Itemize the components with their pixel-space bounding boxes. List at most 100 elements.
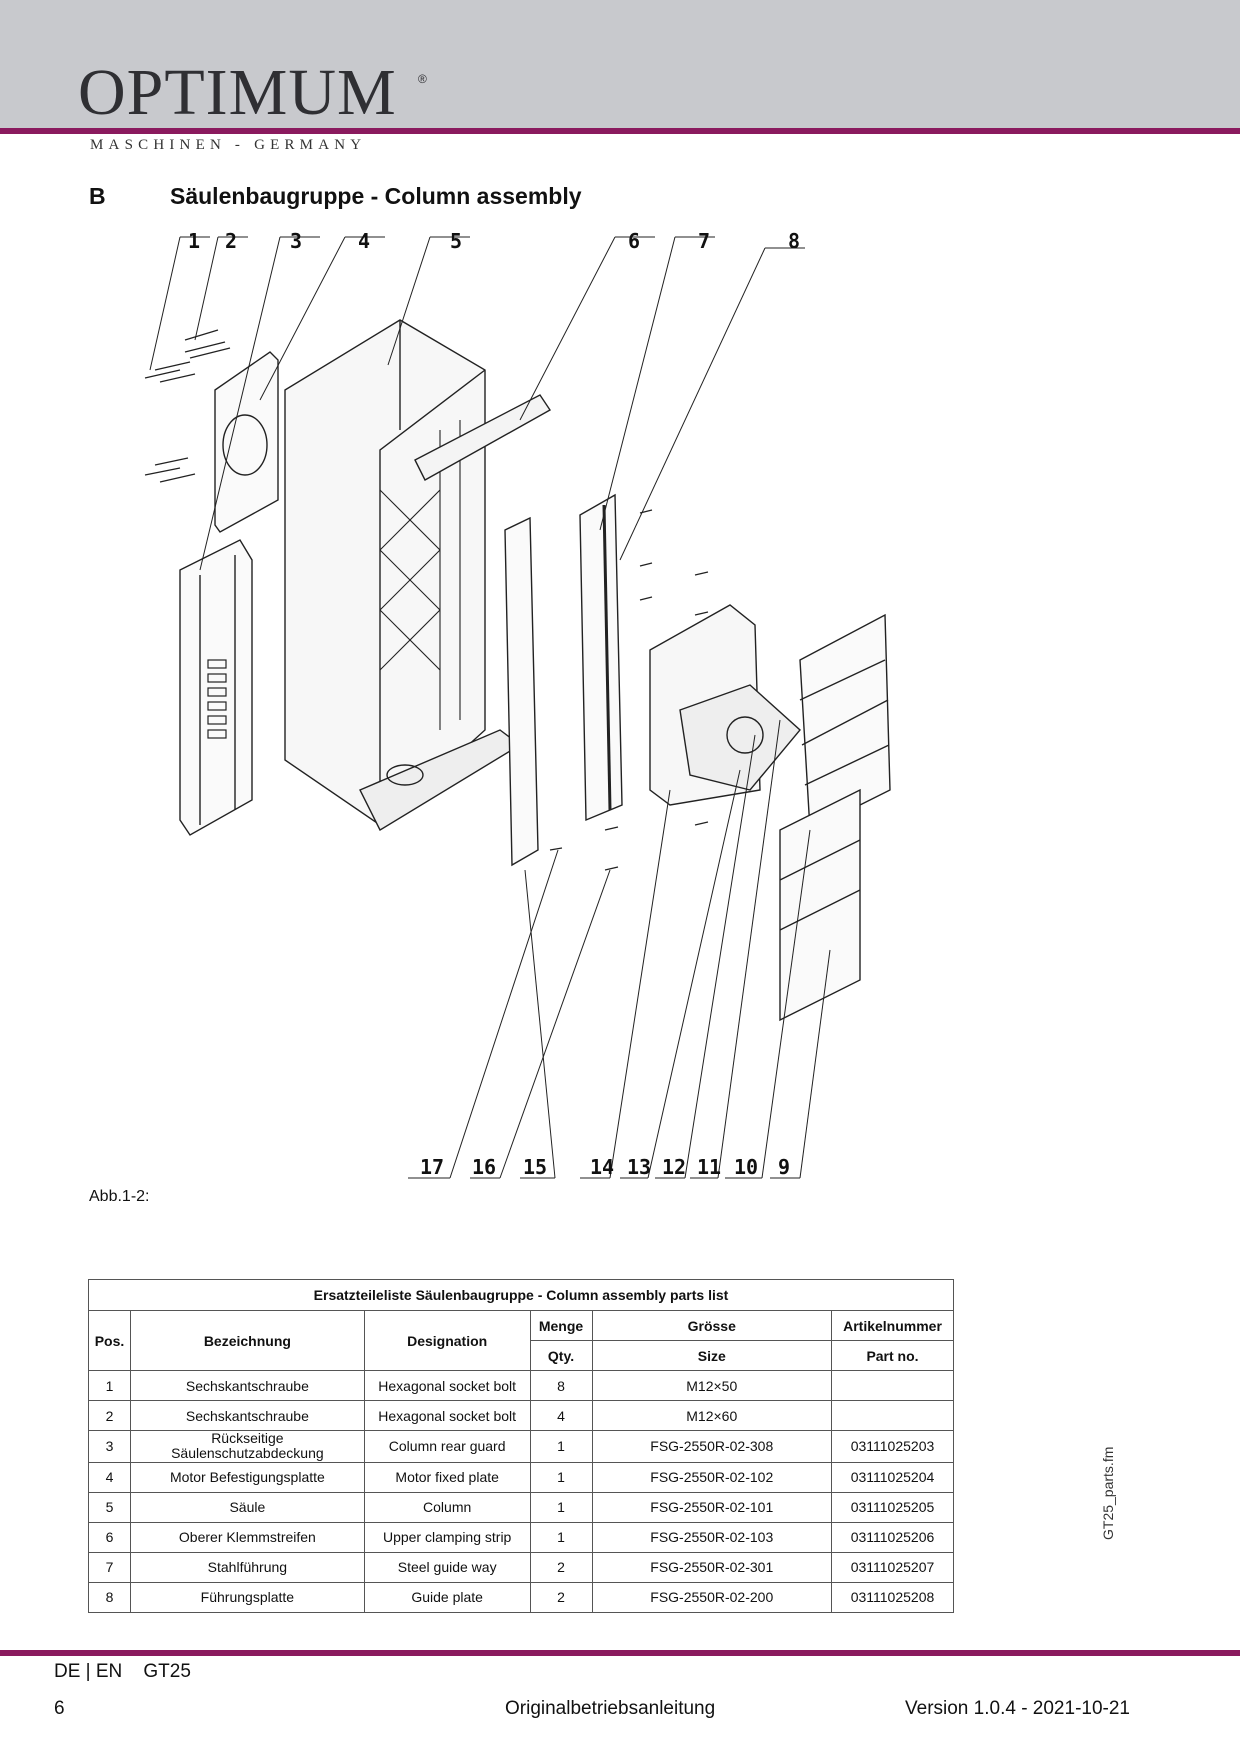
cell-size: FSG-2550R-02-308 <box>591 1430 833 1463</box>
cell-pos: 2 <box>88 1400 131 1431</box>
cell-pos: 8 <box>88 1581 131 1613</box>
cell-designation: Guide plate <box>363 1581 531 1613</box>
callout-13: 13 <box>627 1155 651 1179</box>
callout-12: 12 <box>662 1155 686 1179</box>
callout-17: 17 <box>420 1155 444 1179</box>
cell-size: M12×60 <box>591 1400 833 1431</box>
cell-pos: 1 <box>88 1370 131 1401</box>
col-header-pos: Pos. <box>88 1310 131 1371</box>
guide-plate-part <box>579 493 623 822</box>
file-name-label: GT25_parts.fm <box>1100 1446 1116 1540</box>
cell-part-no: 03111025205 <box>831 1491 954 1523</box>
cell-bezeichnung: Führungsplatte <box>129 1581 365 1613</box>
footer-rule <box>0 1650 1240 1656</box>
cell-designation: Hexagonal socket bolt <box>363 1370 531 1401</box>
cell-qty: 1 <box>529 1491 593 1523</box>
cell-designation: Upper clamping strip <box>363 1521 531 1553</box>
col-header-bezeichnung: Bezeichnung <box>129 1310 365 1371</box>
top-callouts: 1 2 3 4 5 6 7 8 <box>188 230 800 253</box>
cell-bezeichnung: Säule <box>129 1491 365 1523</box>
callout-14: 14 <box>590 1155 614 1179</box>
cell-qty: 1 <box>529 1430 593 1463</box>
loose-screws <box>549 509 709 871</box>
table-row: 8 Führungsplatte Guide plate 2 FSG-2550R… <box>88 1581 954 1613</box>
callout-6: 6 <box>628 230 640 253</box>
cell-qty: 2 <box>529 1551 593 1583</box>
cell-bezeichnung: Rückseitige Säulenschutzabdeckung <box>129 1430 365 1463</box>
page-number: 6 <box>54 1698 65 1719</box>
callout-2: 2 <box>225 230 237 253</box>
table-row: 3 Rückseitige Säulenschutzabdeckung Colu… <box>88 1430 954 1463</box>
table-row: 5 Säule Column 1 FSG-2550R-02-101 031110… <box>88 1491 954 1523</box>
bolts-group <box>144 329 231 483</box>
cell-size: FSG-2550R-02-102 <box>591 1461 833 1493</box>
callout-10: 10 <box>734 1155 758 1179</box>
callout-11: 11 <box>697 1155 721 1179</box>
cell-part-no: 03111025204 <box>831 1461 954 1493</box>
bottom-leader-lines <box>408 719 831 1179</box>
cell-pos: 7 <box>88 1551 131 1583</box>
cell-pos: 6 <box>88 1521 131 1553</box>
cell-bezeichnung: Sechskantschraube <box>129 1400 365 1431</box>
table-row: 2 Sechskantschraube Hexagonal socket bol… <box>88 1400 954 1431</box>
cell-part-no: 03111025207 <box>831 1551 954 1583</box>
cell-qty: 1 <box>529 1521 593 1553</box>
header-band <box>0 0 1240 128</box>
diagram-drawing <box>144 319 891 1022</box>
footer-language-model: DE | EN GT25 <box>54 1661 191 1682</box>
cell-designation: Steel guide way <box>363 1551 531 1583</box>
callout-15: 15 <box>523 1155 547 1179</box>
cell-size: FSG-2550R-02-301 <box>591 1551 833 1583</box>
cell-part-no: 03111025208 <box>831 1581 954 1613</box>
cell-bezeichnung: Stahlführung <box>129 1551 365 1583</box>
col-header-part-no: Part no. <box>831 1340 954 1371</box>
callout-3: 3 <box>290 230 302 253</box>
footer-document-type: Originalbetriebsanleitung <box>505 1698 716 1719</box>
steel-guide-way-part <box>504 516 539 867</box>
table-row: 1 Sechskantschraube Hexagonal socket bol… <box>88 1370 954 1401</box>
brand-logo: OPTIMUM <box>78 56 397 129</box>
cell-part-no: 03111025206 <box>831 1521 954 1553</box>
cell-bezeichnung: Sechskantschraube <box>129 1370 365 1401</box>
motor-plate-part <box>214 351 279 533</box>
cell-size: FSG-2550R-02-101 <box>591 1491 833 1523</box>
cell-designation: Motor fixed plate <box>363 1461 531 1493</box>
section-title: Säulenbaugruppe - Column assembly <box>170 183 582 209</box>
table-row: 6 Oberer Klemmstreifen Upper clamping st… <box>88 1521 954 1553</box>
cell-size: M12×50 <box>591 1370 833 1401</box>
brand-tagline: MASCHINEN - GERMANY <box>90 137 367 153</box>
callout-4: 4 <box>358 230 370 253</box>
table-caption: Ersatzteileliste Säulenbaugruppe - Colum… <box>88 1279 954 1311</box>
cell-bezeichnung: Oberer Klemmstreifen <box>129 1521 365 1553</box>
cell-size: FSG-2550R-02-103 <box>591 1521 833 1553</box>
callout-8: 8 <box>788 230 800 253</box>
col-header-menge: Menge <box>529 1310 593 1341</box>
col-header-designation: Designation <box>363 1310 531 1371</box>
upper-clamping-strip-part <box>414 394 552 481</box>
rear-guard-vents <box>207 659 227 739</box>
column-ribs <box>379 420 461 730</box>
callout-5: 5 <box>450 230 462 253</box>
callout-7: 7 <box>698 230 710 253</box>
cell-designation: Column rear guard <box>363 1430 531 1463</box>
figure-caption: Abb.1-2: <box>89 1188 150 1205</box>
callout-16: 16 <box>472 1155 496 1179</box>
callout-1: 1 <box>188 230 200 253</box>
cell-part-no <box>831 1400 954 1431</box>
cell-pos: 4 <box>88 1461 131 1493</box>
cell-qty: 1 <box>529 1461 593 1493</box>
cell-qty: 2 <box>529 1581 593 1613</box>
cell-pos: 3 <box>88 1430 131 1463</box>
cell-qty: 8 <box>529 1370 593 1401</box>
col-header-size: Size <box>591 1340 833 1371</box>
table-row: 4 Motor Befestigungsplatte Motor fixed p… <box>88 1461 954 1493</box>
parts-list-table: Ersatzteileliste Säulenbaugruppe - Colum… <box>88 1279 954 1613</box>
table-row: 7 Stahlführung Steel guide way 2 FSG-255… <box>88 1551 954 1583</box>
top-leader-lines <box>149 236 805 571</box>
registered-mark: ® <box>418 72 427 86</box>
cell-part-no: 03111025203 <box>831 1430 954 1463</box>
cell-part-no <box>831 1370 954 1401</box>
cell-designation: Column <box>363 1491 531 1523</box>
cell-pos: 5 <box>88 1491 131 1523</box>
section-letter: B <box>89 183 106 209</box>
